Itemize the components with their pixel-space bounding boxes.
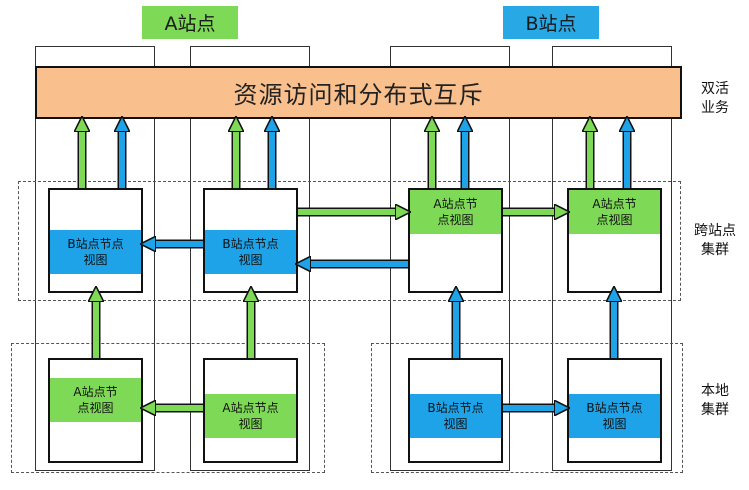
node-view-label: A站点节点视图 [410, 190, 501, 234]
node-view-label: A站点节点视图 [205, 394, 296, 438]
node-view-label: B站点节点视图 [569, 394, 660, 438]
local-cluster-label: 本地集群 [701, 383, 729, 418]
cross-site-cluster-box [18, 181, 681, 301]
site-a-label: A站点 [142, 6, 238, 39]
server-column-a1 [35, 46, 155, 471]
node-view-label: A站点节点视图 [50, 378, 141, 422]
local-cluster-b-box [371, 343, 683, 473]
node-view-label: A站点节点视图 [569, 190, 660, 234]
server-column-b1 [390, 46, 510, 471]
local-cluster-a-box [11, 343, 325, 473]
cross-site-cluster-label: 跨站点集群 [694, 223, 736, 258]
server-column-b2 [552, 46, 672, 471]
node-view-label: B站点节点视图 [205, 230, 296, 274]
dual-active-label: 双活业务 [701, 81, 729, 116]
node-view-label: B站点节点视图 [50, 230, 141, 274]
resource-access-banner: 资源访问和分布式互斥 [35, 66, 682, 119]
site-b-label: B站点 [503, 6, 599, 39]
node-view-label: B站点节点视图 [410, 394, 501, 438]
